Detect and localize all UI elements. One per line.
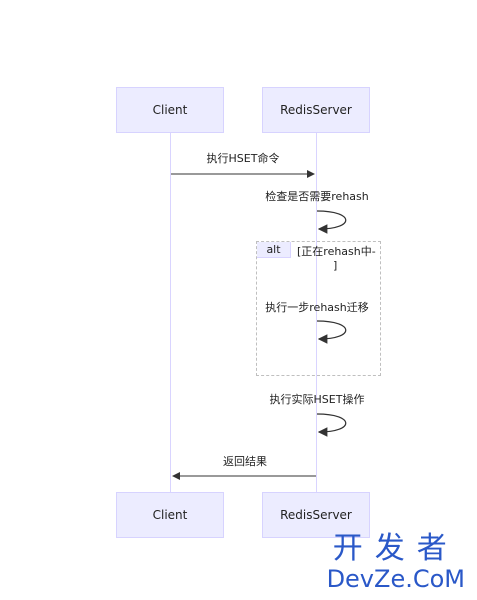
participant-label: RedisServer <box>280 103 352 117</box>
message-label-actual-hset: 执行实际HSET操作 <box>269 393 365 406</box>
alt-condition-line2: ] <box>333 259 338 272</box>
watermark-line2: DevZe.CoM <box>326 565 465 593</box>
lifeline-redisserver <box>316 133 317 493</box>
participant-label: Client <box>152 508 188 522</box>
message-label-check-rehash: 检查是否需要rehash <box>265 190 369 203</box>
self-loop-check-rehash <box>316 210 347 234</box>
lifeline-client <box>170 133 171 493</box>
participant-label: Client <box>152 103 188 117</box>
message-label-hset: 执行HSET命令 <box>206 152 280 165</box>
alt-fragment-tag: alt <box>257 242 291 258</box>
watermark-line1: 开发者 <box>332 531 459 566</box>
alt-condition-line1: [正在rehash中- <box>297 245 376 258</box>
participant-client-bottom: Client <box>116 492 224 538</box>
self-loop-rehash-step <box>316 320 347 344</box>
self-loop-actual-hset <box>316 413 347 437</box>
watermark: 开发者 DevZe.CoM <box>326 531 465 593</box>
alt-fragment: alt <box>256 241 381 376</box>
participant-redisserver-top: RedisServer <box>262 87 370 133</box>
participant-client-top: Client <box>116 87 224 133</box>
message-label-return: 返回结果 <box>223 455 267 468</box>
participant-redisserver-bottom: RedisServer <box>262 492 370 538</box>
message-label-rehash-step: 执行一步rehash迁移 <box>265 301 369 314</box>
participant-label: RedisServer <box>280 508 352 522</box>
